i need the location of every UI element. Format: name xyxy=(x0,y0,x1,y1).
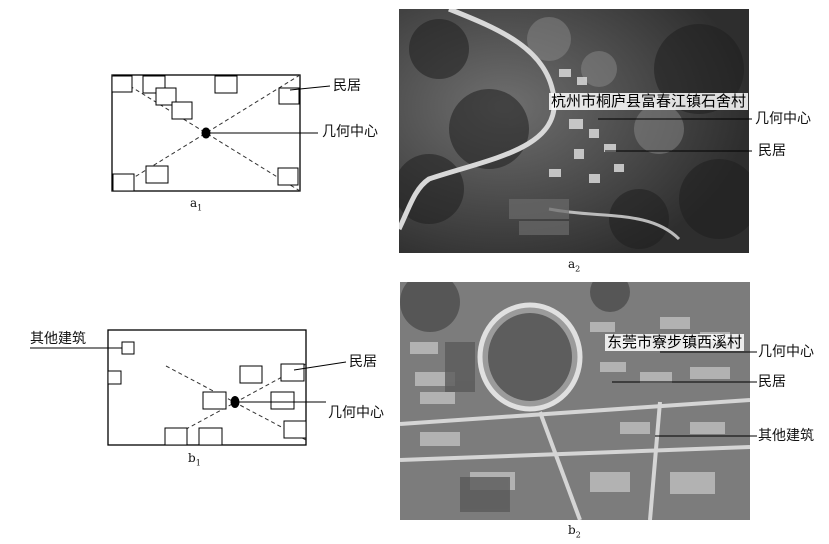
b2-center-label: 几何中心 xyxy=(758,344,814,360)
a2-caption: a2 xyxy=(568,257,581,274)
b1-geometric-center-dot xyxy=(230,396,240,408)
a1-house xyxy=(171,101,193,120)
a1-house xyxy=(155,87,177,106)
a1-house xyxy=(145,165,169,184)
a1-diagonal-1 xyxy=(111,74,301,192)
a1-caption: a1 xyxy=(190,196,203,213)
b2-caption: b2 xyxy=(568,523,581,540)
b2-other-label: 其他建筑 xyxy=(758,428,814,444)
b1-house xyxy=(198,427,223,446)
b1-center-label: 几何中心 xyxy=(328,405,384,421)
a1-diagonal-2 xyxy=(111,74,301,192)
a1-house xyxy=(278,87,300,105)
a1-residence-label: 民居 xyxy=(333,78,361,94)
a1-geometric-center-dot xyxy=(201,127,211,139)
a1-center-label: 几何中心 xyxy=(322,124,378,140)
a1-house xyxy=(112,173,135,192)
b1-other-building xyxy=(121,341,135,355)
b2-residence-label: 民居 xyxy=(758,374,786,390)
a2-terrain xyxy=(399,9,749,253)
b1-other-building xyxy=(107,370,122,385)
b1-residence-leader xyxy=(293,361,347,371)
satellite-image-b2: 东莞市寮步镇西溪村 xyxy=(400,282,750,520)
a1-house xyxy=(277,167,299,186)
a1-house xyxy=(214,75,238,94)
a2-residence-label: 民居 xyxy=(758,143,786,159)
b1-house xyxy=(239,365,263,384)
b1-house xyxy=(283,420,307,439)
b1-house xyxy=(164,427,188,446)
b1-house xyxy=(270,391,295,410)
satellite-image-a2: 杭州市桐庐县富春江镇石舍村 xyxy=(399,9,749,253)
b2-terrain xyxy=(400,282,750,520)
b1-residence-label: 民居 xyxy=(349,354,377,370)
b1-caption: b1 xyxy=(188,451,201,468)
b1-other-label: 其他建筑 xyxy=(30,331,86,347)
b1-house xyxy=(280,363,305,382)
b1-house xyxy=(202,391,227,410)
a2-center-label: 几何中心 xyxy=(755,111,811,127)
a2-village-name: 杭州市桐庐县富春江镇石舍村 xyxy=(549,92,749,110)
a1-house xyxy=(111,75,133,93)
a1-residence-leader xyxy=(289,85,331,91)
b2-village-name: 东莞市寮步镇西溪村 xyxy=(605,333,745,351)
